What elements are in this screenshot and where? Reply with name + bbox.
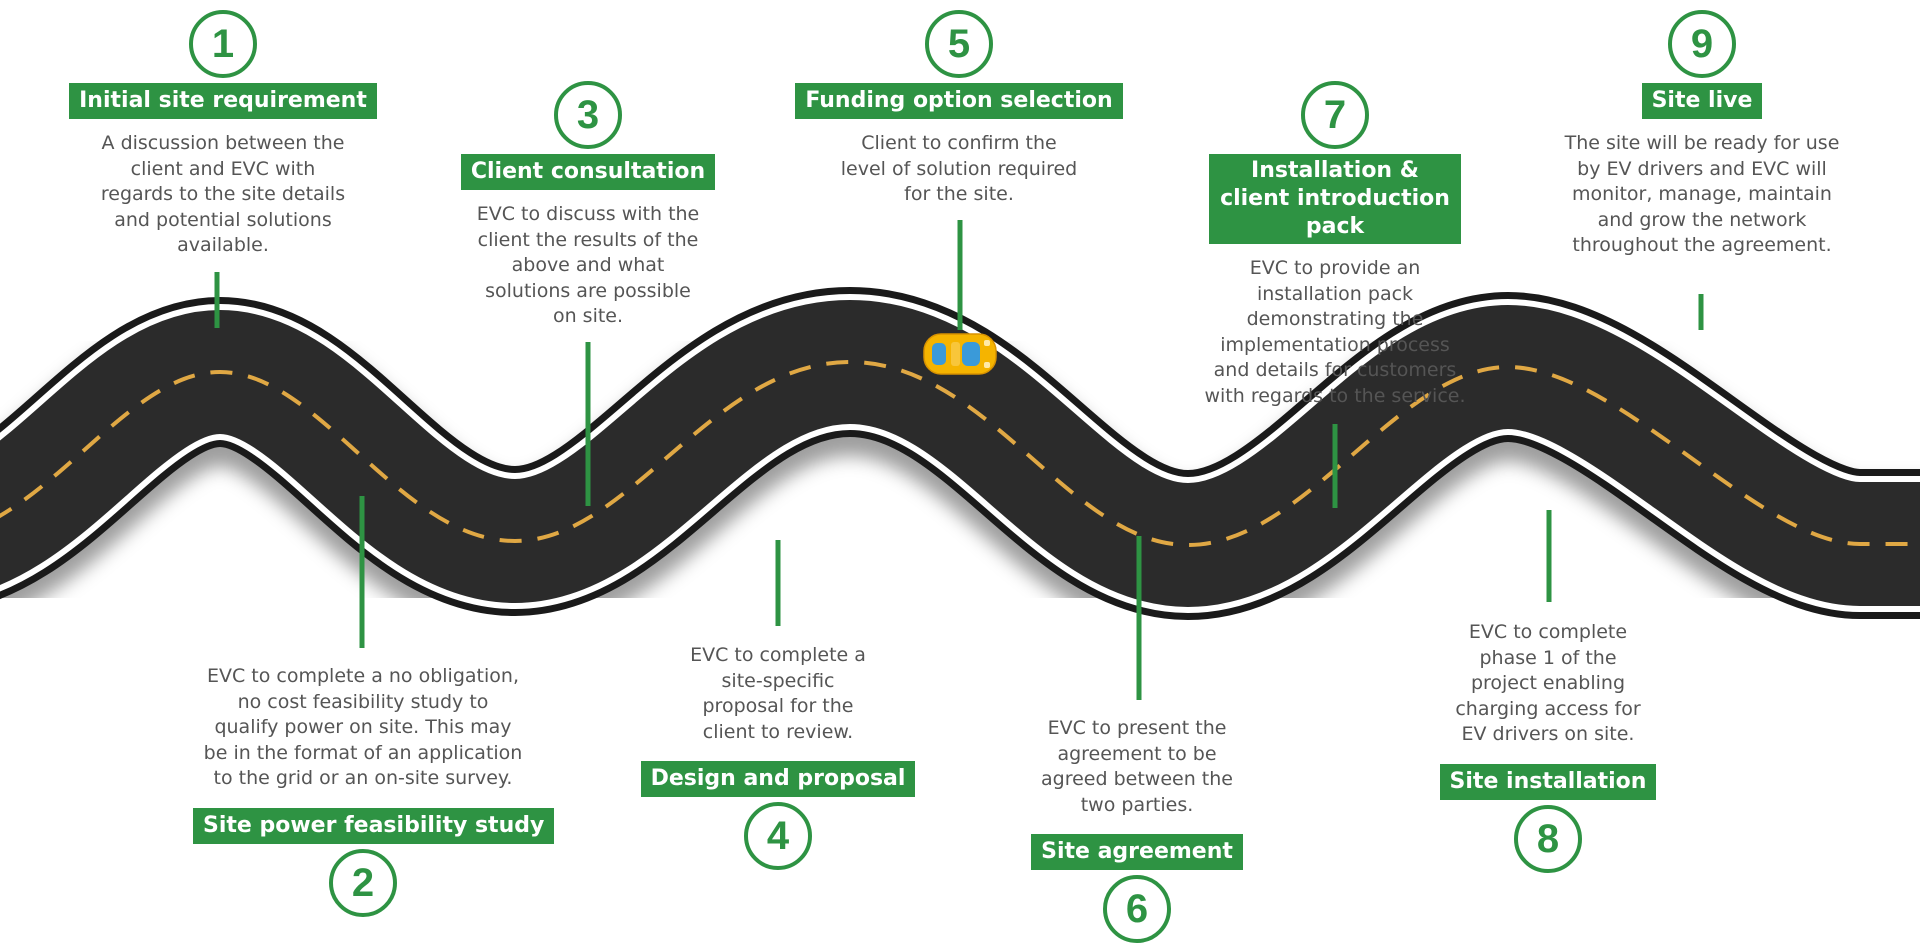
step-9-description: The site will be ready for use by EV dri… [1564,132,1840,256]
step-5-description: Client to confirm the level of solution … [840,132,1078,205]
step-4-title: Design and proposal [640,761,916,797]
step-3-description: EVC to discuss with the client the resul… [476,203,700,327]
step-9: 9 Site live The site will be ready for u… [1532,10,1872,259]
step-6-number: 6 [1103,875,1171,943]
step-9-number: 9 [1668,10,1736,78]
step-4-number: 4 [744,802,812,870]
step-1: 1 Initial site requirement A discussion … [53,10,393,259]
step-5: 5 Funding option selection Client to con… [789,10,1129,208]
step-5-title: Funding option selection [795,83,1123,119]
step-1-description: A discussion between the client and EVC … [100,132,346,256]
step-3-number: 3 [554,81,622,149]
step-8: EVC to complete phase 1 of the project e… [1378,620,1718,873]
step-7-title: Installation & client introduction pack [1209,154,1461,244]
winding-road [0,286,1920,640]
connector-lines [214,220,1704,700]
step-9-title: Site live [1641,83,1763,119]
road-center-line [0,359,1920,548]
step-3: 3 Client consultation EVC to discuss wit… [418,81,758,330]
step-5-number: 5 [925,10,993,78]
step-1-title: Initial site requirement [69,83,377,119]
step-8-title: Site installation [1439,763,1657,800]
step-6-title: Site agreement [1031,834,1243,870]
step-6-description: EVC to present the agreement to be agree… [1041,717,1233,816]
step-2-description: EVC to complete a no obligation, no cost… [203,665,523,789]
step-4-description: EVC to complete a site-specific proposal… [690,644,866,743]
step-1-number: 1 [189,10,257,78]
step-2: EVC to complete a no obligation, no cost… [193,664,555,917]
step-8-number: 8 [1514,804,1582,873]
step-7-number: 7 [1301,81,1369,149]
step-3-title: Client consultation [460,154,716,190]
step-8-description: EVC to complete phase 1 of the project e… [1455,621,1641,745]
step-4: EVC to complete a site-specific proposal… [608,643,948,870]
step-2-number: 2 [329,848,397,917]
step-6: EVC to present the agreement to be agree… [967,716,1307,943]
step-7-description: EVC to provide an installation pack demo… [1204,257,1466,407]
step-2-title: Site power feasibility study [193,807,555,844]
car-icon [923,333,997,375]
step-7: 7 Installation & client introduction pac… [1165,81,1505,409]
